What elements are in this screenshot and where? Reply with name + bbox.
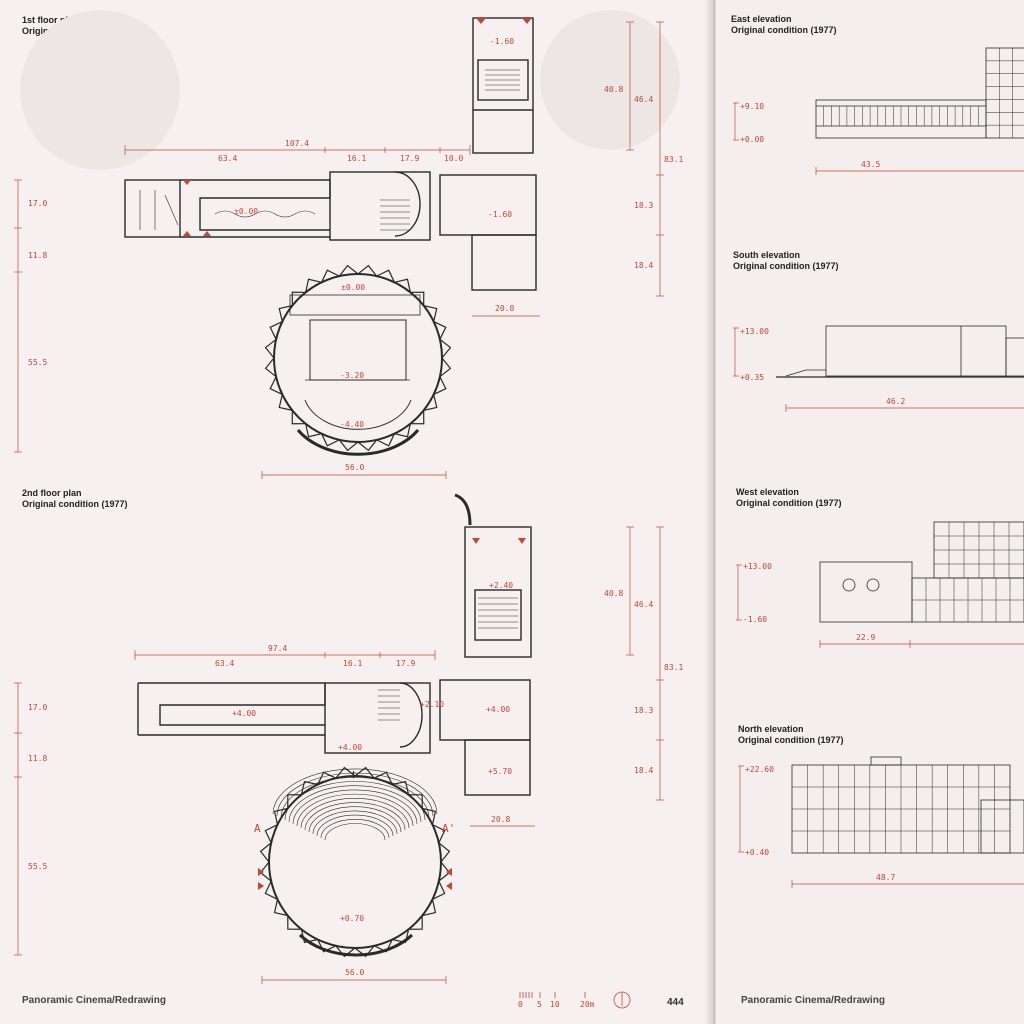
- plan2-dim-bottom-2: 56.0: [345, 968, 364, 977]
- plan1-dim-right-1: 40.8: [604, 85, 623, 94]
- plan1-dim-left-2: 11.8: [28, 251, 47, 260]
- section-marks: A A': [254, 538, 526, 890]
- plan2-dim-left-3: 55.5: [28, 862, 47, 871]
- elevation-east: +9.10 +0.00 43.5: [733, 47, 1024, 175]
- plan2-dim-top-2: 16.1: [343, 659, 362, 668]
- plan1-drawing: 107.4 63.4 16.1 17.9 10.0 17.0 11.8 55.5…: [14, 10, 683, 479]
- plan2-level-1: +2.40: [489, 581, 513, 590]
- left-footer: Panoramic Cinema/Redrawing: [22, 995, 166, 1006]
- west-width: 22.9: [856, 633, 875, 642]
- plan2-dim-right-2: 46.4: [634, 600, 653, 609]
- south-width: 46.2: [886, 397, 905, 406]
- plan2-level-3: +2.10: [420, 700, 444, 709]
- plan1-level-3: ±0.00: [234, 207, 258, 216]
- elevation-north: +22.60 +0.40 48.7: [738, 756, 1024, 888]
- plan1-dim-left-3: 55.5: [28, 358, 47, 367]
- plan1-cinema-drum: [264, 264, 452, 456]
- plan2-level-6: +5.70: [488, 767, 512, 776]
- plan2-dimension-lines: [14, 526, 664, 984]
- scale-tick-5: 5: [537, 1000, 542, 1009]
- south-level-bottom: +0.35: [740, 373, 764, 382]
- plan1-dim-bottom-2: 56.0: [345, 463, 364, 472]
- elevation-north-heading: North elevation Original condition (1977…: [738, 724, 844, 746]
- plan2-walls: [137, 493, 532, 796]
- plan1-level-4: ±0.00: [341, 283, 365, 292]
- east-width: 43.5: [861, 160, 880, 169]
- plan2-level-4: +4.00: [486, 705, 510, 714]
- left-page: 1st floor plan Original condition (1977)…: [0, 0, 712, 1024]
- plan2-title: 2nd floor plan: [22, 488, 82, 498]
- plan1-dim-top-2: 16.1: [347, 154, 366, 163]
- cross-icon: †: [351, 770, 356, 781]
- plan2-dim-top-total: 97.4: [268, 644, 287, 653]
- plan1-level-2: -1.60: [488, 210, 512, 219]
- plan1-dim-top-1: 63.4: [218, 154, 237, 163]
- plan1-walls: [124, 17, 537, 291]
- plan1-dim-right-4: 18.3: [634, 201, 653, 210]
- elevation-south-title: South elevation: [733, 250, 801, 260]
- plan2-level-5: +4.00: [338, 743, 362, 752]
- elevation-south-subtitle: Original condition (1977): [733, 261, 839, 271]
- plan1-dim-right-5: 18.4: [634, 261, 653, 270]
- elevation-west-heading: West elevation Original condition (1977): [736, 487, 842, 509]
- plan2-dim-right-1: 40.8: [604, 589, 623, 598]
- elevation-east-heading: East elevation Original condition (1977): [731, 14, 837, 36]
- plan1-dim-top-total: 107.4: [285, 139, 309, 148]
- section-mark-a-prime: A': [442, 822, 455, 835]
- plan2-dim-right-3: 83.1: [664, 663, 683, 672]
- plan2-dim-left-2: 11.8: [28, 754, 47, 763]
- plan1-level-6: -4.40: [340, 420, 364, 429]
- elevation-west-subtitle: Original condition (1977): [736, 498, 842, 508]
- plan2-dim-right-5: 18.4: [634, 766, 653, 775]
- plan2-dim-top-3: 17.9: [396, 659, 415, 668]
- plan1-section-markers: [183, 18, 532, 236]
- elevation-west-title: West elevation: [736, 487, 799, 497]
- plan1-title: 1st floor plan: [22, 15, 79, 25]
- west-level-bottom: -1.60: [743, 615, 767, 624]
- north-width: 48.7: [876, 873, 895, 882]
- elevation-north-subtitle: Original condition (1977): [738, 735, 844, 745]
- plan1-dim-top-3: 17.9: [400, 154, 419, 163]
- plan2-heading: 2nd floor plan Original condition (1977): [22, 488, 128, 510]
- section-mark-a: A: [254, 822, 261, 835]
- scale-tick-0: 0: [518, 1000, 523, 1009]
- scale-bar: 0 5 10 20m: [518, 991, 631, 1009]
- plan1-dim-top-4: 10.0: [444, 154, 463, 163]
- elevation-west: +13.00 -1.60 22.9: [736, 521, 1024, 648]
- plan1-dim-left-1: 17.0: [28, 199, 47, 208]
- scale-tick-20m: 20m: [580, 1000, 595, 1009]
- north-level-bottom: +0.40: [745, 848, 769, 857]
- south-level-top: +13.00: [740, 327, 769, 336]
- plan1-dimension-lines: [14, 21, 664, 479]
- plan2-level-2: +4.00: [232, 709, 256, 718]
- north-level-top: +22.60: [745, 765, 774, 774]
- elevation-south: +13.00 +0.35 46.2: [733, 325, 1024, 412]
- plan2-cinema-drum: †: [259, 766, 451, 958]
- elevation-east-subtitle: Original condition (1977): [731, 25, 837, 35]
- plan2-dim-top-1: 63.4: [215, 659, 234, 668]
- west-level-top: +13.00: [743, 562, 772, 571]
- elevations-drawing: +9.10 +0.00 43.5 +13.00 +0.35 46.2: [733, 47, 1024, 888]
- plan2-dim-left-1: 17.0: [28, 703, 47, 712]
- plan1-level-5: -3.20: [340, 371, 364, 380]
- right-page: East elevation Original condition (1977)…: [716, 0, 1024, 1024]
- east-level-bottom: +0.00: [740, 135, 764, 144]
- elevation-south-heading: South elevation Original condition (1977…: [733, 250, 839, 272]
- plan1-dim-right-3: 83.1: [664, 155, 683, 164]
- plan2-level-7: +0.70: [340, 914, 364, 923]
- elevation-east-title: East elevation: [731, 14, 792, 24]
- scale-tick-10: 10: [550, 1000, 560, 1009]
- elevation-north-title: North elevation: [738, 724, 804, 734]
- right-footer: Panoramic Cinema/Redrawing: [741, 995, 885, 1006]
- plan1-dim-bottom-1: 20.8: [495, 304, 514, 313]
- plan2-dim-bottom-1: 20.8: [491, 815, 510, 824]
- east-level-top: +9.10: [740, 102, 764, 111]
- plan2-dim-right-4: 18.3: [634, 706, 653, 715]
- plan2-drawing: 97.4 63.4 16.1 17.9 17.0 11.8 55.5 40.8 …: [14, 493, 683, 984]
- plan1-level-1: -1.60: [490, 37, 514, 46]
- page-number: 444: [667, 997, 684, 1008]
- plan1-dim-right-2: 46.4: [634, 95, 653, 104]
- plan2-subtitle: Original condition (1977): [22, 499, 128, 509]
